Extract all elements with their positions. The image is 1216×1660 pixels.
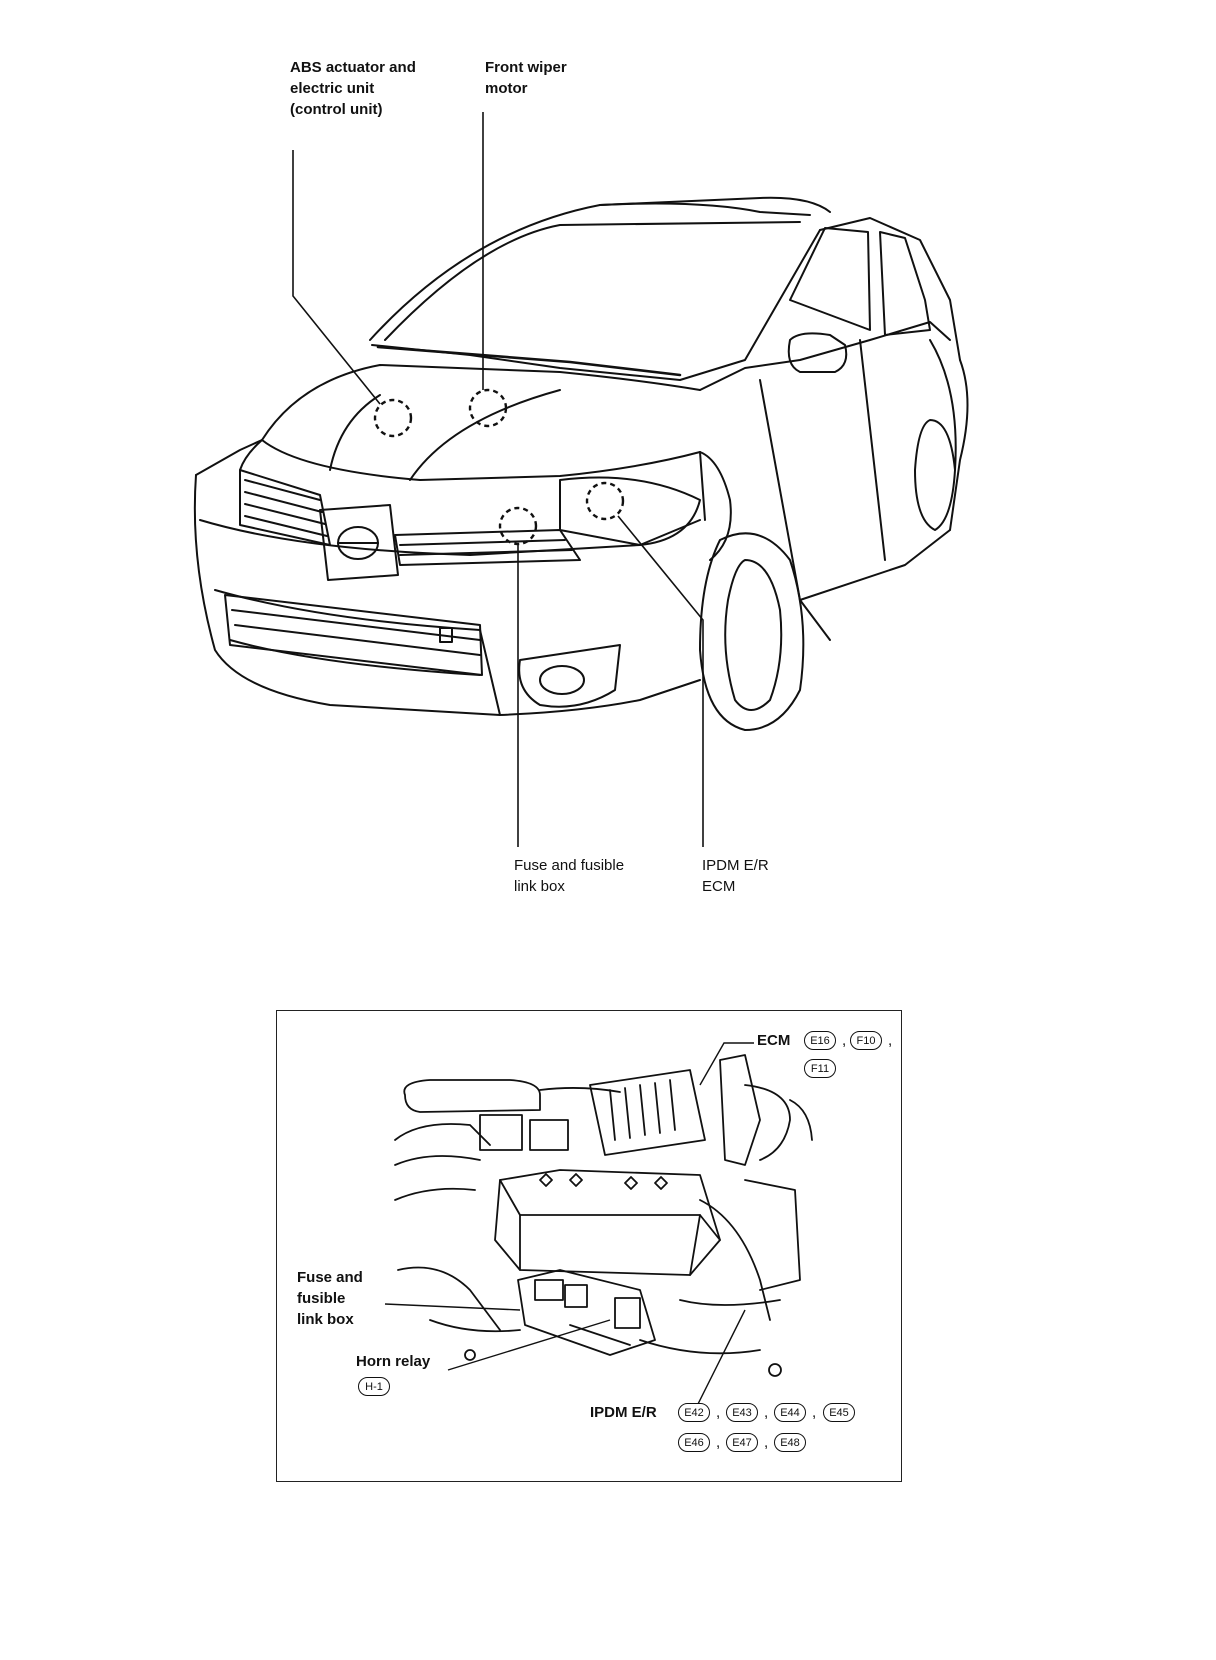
ipdm-connector-e46: E46 (678, 1433, 710, 1452)
engine-fuse-box-label: Fuse and fusible link box (297, 1267, 363, 1330)
engine-fuse-line1: Fuse and (297, 1269, 363, 1286)
ecm-connector-f11: F11 (804, 1059, 836, 1078)
callout-wiper-line2: motor (485, 80, 528, 97)
callout-fuse-line1: Fuse and fusible (514, 857, 625, 874)
ipdm-separator: , (716, 1434, 721, 1451)
callout-wiper-line1: Front wiper (485, 59, 567, 76)
ipdm-separator: , (716, 1404, 721, 1421)
callout-abs-line3: (control unit) (290, 101, 383, 118)
ecm-connector-e16: E16 (804, 1031, 836, 1050)
callout-ipdm-line1: IPDM E/R (702, 857, 769, 874)
callout-abs-line1: ABS actuator and (290, 59, 416, 76)
engine-fuse-line3: link box (297, 1311, 354, 1328)
ipdm-separator: , (764, 1404, 769, 1421)
ipdm-separator: , (812, 1404, 817, 1421)
ipdm-connector-e48: E48 (774, 1433, 806, 1452)
ipdm-connector-e42: E42 (678, 1403, 710, 1422)
callout-abs-actuator: ABS actuator and electric unit (control … (290, 57, 416, 120)
ipdm-connector-e43: E43 (726, 1403, 758, 1422)
ipdm-connector-e44: E44 (774, 1403, 806, 1422)
ipdm-separator: , (764, 1434, 769, 1451)
callout-front-wiper-motor: Front wiper motor (485, 57, 567, 99)
ipdm-label: IPDM E/R (590, 1404, 657, 1421)
callout-abs-line2: electric unit (290, 80, 375, 97)
ipdm-connector-e47: E47 (726, 1433, 758, 1452)
horn-relay-label: Horn relay (356, 1353, 431, 1370)
callout-ipdm-line2: ECM (702, 878, 736, 895)
engine-bay-diagram-frame (276, 1010, 902, 1482)
callout-ipdm-ecm: IPDM E/R ECM (702, 855, 769, 897)
callout-fuse-line2: link box (514, 878, 565, 895)
callout-fuse-link-box: Fuse and fusible link box (514, 855, 624, 897)
ecm-label: ECM (757, 1032, 791, 1049)
ecm-separator: , (888, 1032, 893, 1049)
ecm-separator: , (842, 1032, 847, 1049)
engine-fuse-line2: fusible (297, 1290, 346, 1307)
ipdm-connector-e45: E45 (823, 1403, 855, 1422)
horn-relay-connector-h1: H-1 (358, 1377, 390, 1396)
ecm-connector-f10: F10 (850, 1031, 882, 1050)
